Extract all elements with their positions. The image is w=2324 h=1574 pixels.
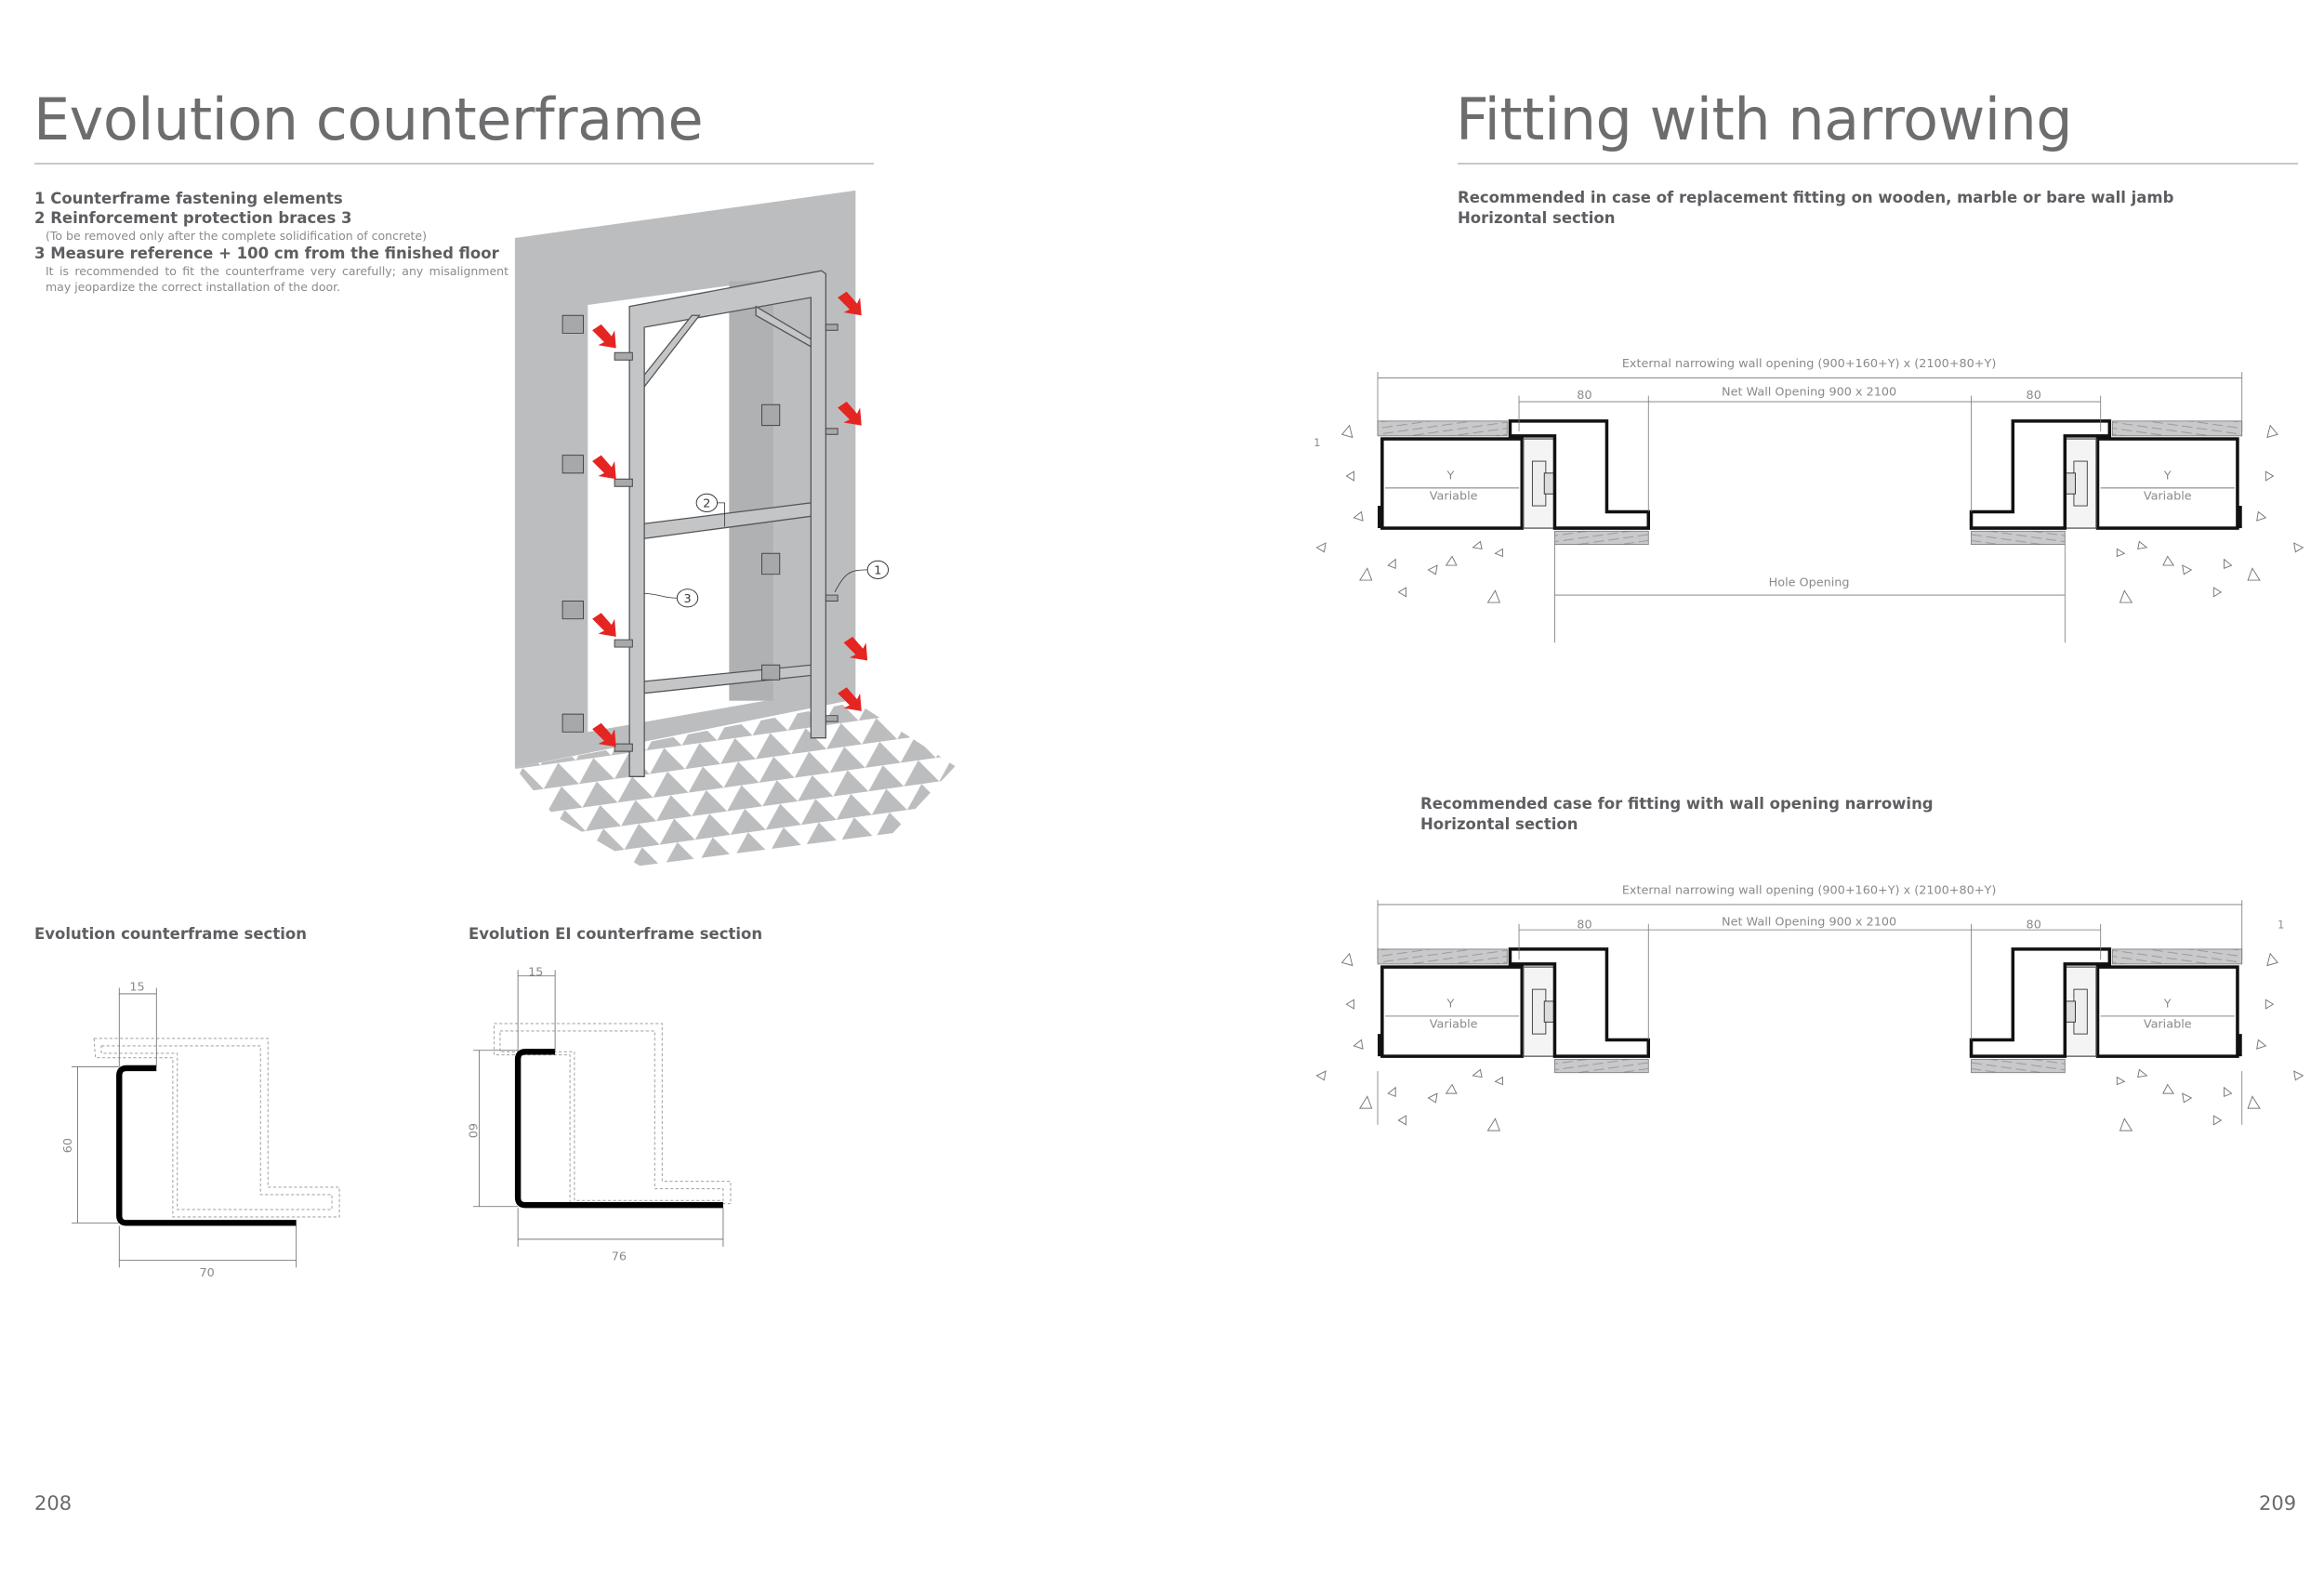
title-divider-right <box>1458 163 2298 165</box>
section-title-evolution-ei: Evolution EI counterframe section <box>469 925 763 943</box>
y-label-right-2: Y <box>2163 997 2172 1011</box>
note-2: 2 Reinforcement protection braces 3 <box>34 209 352 227</box>
side-dim-left-2: 80 <box>1577 919 1591 932</box>
title-divider-left <box>34 163 874 165</box>
dim-60-ei: 60 <box>465 1123 479 1138</box>
dim-15-ei: 15 <box>528 966 543 980</box>
variable-label-left-2: Variable <box>1430 1018 1478 1032</box>
marker-1: 1 <box>1314 437 1320 449</box>
note-2-detail: (To be removed only after the complete s… <box>46 229 427 243</box>
drawing2-subtitle-line1: Recommended case for fitting with wall o… <box>1420 795 1934 813</box>
fitting-drawing-2: External narrowing wall opening (900+160… <box>1314 884 2305 1132</box>
y-label-left-2: Y <box>1446 997 1455 1011</box>
net-opening-label-2: Net Wall Opening 900 x 2100 <box>1722 915 1896 929</box>
drawing1-subtitle-line1: Recommended in case of replacement fitti… <box>1458 189 2174 206</box>
page-title-left: Evolution counterframe <box>33 86 704 153</box>
evolution-ei-section-drawing: 15 60 76 <box>465 966 732 1263</box>
y-label-right: Y <box>2163 469 2172 483</box>
evolution-section-drawing: 15 60 70 <box>61 981 340 1280</box>
dim-15: 15 <box>129 981 144 995</box>
net-opening-label: Net Wall Opening 900 x 2100 <box>1722 386 1896 400</box>
counterframe-illustration: 2 3 1 <box>514 190 956 866</box>
side-dim-right: 80 <box>2027 389 2041 403</box>
drawing2-subtitle: Recommended case for fitting with wall o… <box>1420 794 1934 835</box>
marker-1-2: 1 <box>2278 919 2284 932</box>
variable-label-right-2: Variable <box>2144 1018 2192 1032</box>
hole-opening-label: Hole Opening <box>1769 575 1850 589</box>
y-label-left: Y <box>1446 469 1455 483</box>
drawing1-subtitle-line2: Horizontal section <box>1458 209 1616 227</box>
callout-2: 2 <box>703 497 710 511</box>
external-opening-label: External narrowing wall opening (900+160… <box>1622 357 1996 371</box>
note-3-detail: It is recommended to fit the counterfram… <box>46 264 508 294</box>
notes-list: 1 Counterframe fastening elements 2 Rein… <box>34 189 508 295</box>
drawing2-subtitle-line2: Horizontal section <box>1420 815 1578 833</box>
page-title-right: Fitting with narrowing <box>1456 86 2073 153</box>
dim-76: 76 <box>612 1250 627 1263</box>
page-number-left: 208 <box>34 1492 73 1514</box>
fitting-drawing-1: External narrowing wall opening (900+160… <box>1314 357 2305 643</box>
callout-3: 3 <box>683 592 691 606</box>
section-title-evolution: Evolution counterframe section <box>34 925 307 943</box>
side-dim-right-2: 80 <box>2027 919 2041 932</box>
side-dim-left: 80 <box>1577 389 1591 403</box>
note-3: 3 Measure reference + 100 cm from the fi… <box>34 245 499 262</box>
dim-60: 60 <box>61 1138 75 1153</box>
dim-70: 70 <box>200 1266 215 1280</box>
note-1: 1 Counterframe fastening elements <box>34 190 343 207</box>
variable-label-right: Variable <box>2144 490 2192 504</box>
page-number-right: 209 <box>2259 1492 2297 1514</box>
external-opening-label-2: External narrowing wall opening (900+160… <box>1622 884 1996 898</box>
red-arrows <box>592 291 868 747</box>
variable-label-left: Variable <box>1430 490 1478 504</box>
drawing1-subtitle: Recommended in case of replacement fitti… <box>1458 188 2173 229</box>
callout-1: 1 <box>874 564 881 578</box>
